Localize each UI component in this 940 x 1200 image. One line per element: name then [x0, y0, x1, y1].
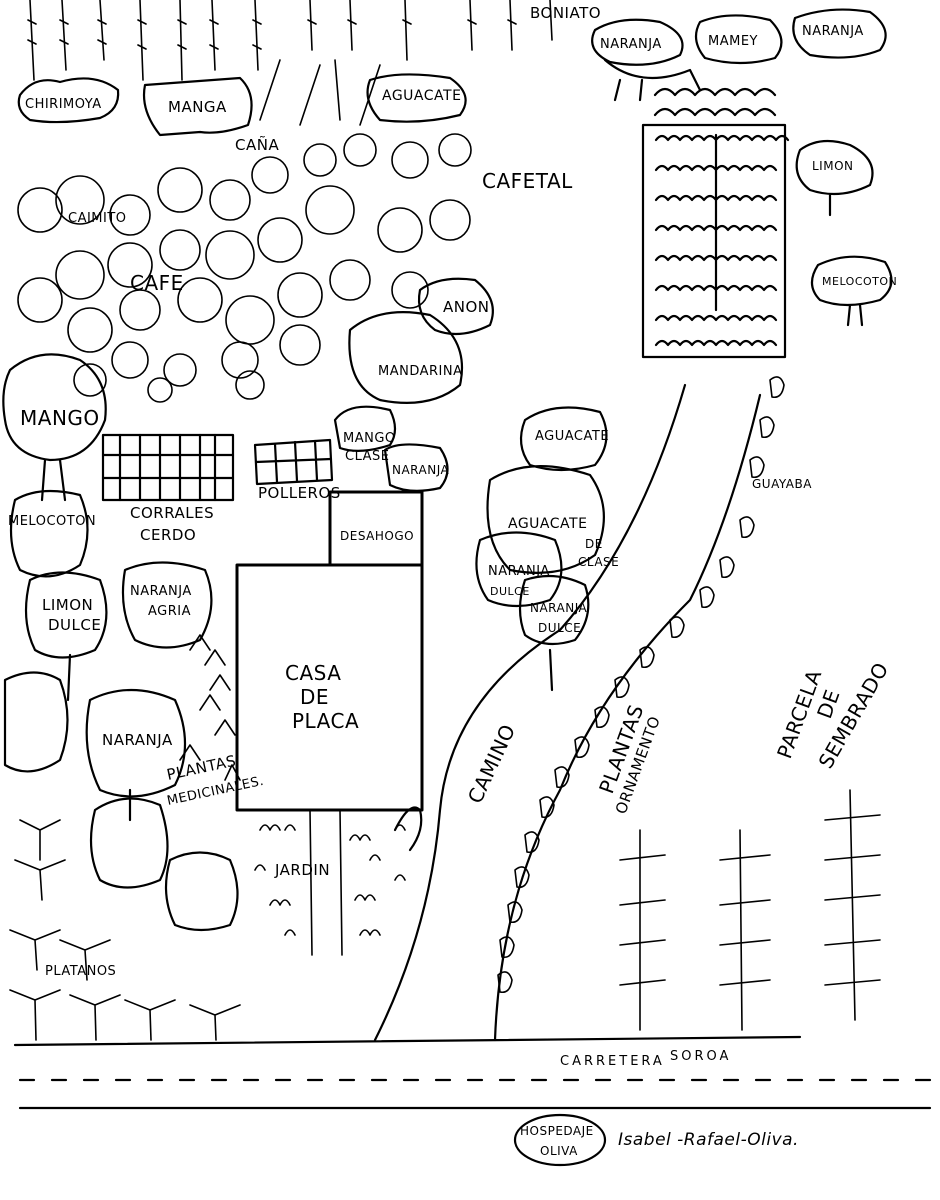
- label-soroa: SOROA: [670, 1049, 731, 1064]
- label-aguacate-mid: AGUACATE: [535, 429, 609, 444]
- label-plantas-med-1: PLANTAS: [165, 752, 238, 784]
- label-cana: CAÑA: [235, 135, 279, 154]
- camino-path: [375, 385, 760, 1040]
- jardin-area: [255, 808, 421, 956]
- label-aguacate-clase-3: CLASE: [578, 555, 619, 569]
- label-naranja-dulce-1b: DULCE: [490, 585, 530, 598]
- label-cafetal: CAFETAL: [482, 169, 573, 193]
- label-limon-right: LIMON: [812, 159, 854, 173]
- top-hanging-vines: [28, 0, 552, 80]
- polleros-pen: [255, 440, 332, 484]
- label-jardin: JARDIN: [274, 861, 330, 879]
- label-naranja-low: NARANJA: [102, 731, 173, 749]
- label-caimito: CAIMITO: [68, 211, 127, 226]
- label-mango-left: MANGO: [20, 406, 100, 430]
- label-mango-clase-1: MANGO: [343, 431, 396, 446]
- label-melocoton-left: MELOCOTON: [8, 514, 96, 529]
- label-limon-dulce-2: DULCE: [48, 616, 101, 634]
- label-naranja-agria-2: AGRIA: [148, 604, 191, 619]
- label-aguacate-clase-1: AGUACATE: [508, 516, 587, 532]
- label-hospedaje-1: HOSPEDAJE: [520, 1124, 594, 1138]
- label-melocoton-right: MELOCOTON: [822, 275, 897, 288]
- label-hospedaje-2: OLIVA: [540, 1144, 578, 1158]
- label-polleros: POLLEROS: [258, 484, 341, 502]
- top-tree-labels: [19, 10, 886, 135]
- label-guayaba: GUAYABA: [752, 477, 812, 491]
- label-corrales-2: CERDO: [140, 526, 196, 544]
- label-desahogo: DESAHOGO: [340, 529, 414, 543]
- label-camino: CAMINO: [463, 720, 520, 807]
- label-naranja-top-1: NARANJA: [600, 37, 662, 52]
- map-labels: BONIATO CHIRIMOYA MANGA CAÑA AGUACATE NA…: [8, 4, 897, 1158]
- label-naranja-agria-1: NARANJA: [130, 584, 192, 599]
- label-naranja-dulce-1a: NARANJA: [488, 564, 550, 579]
- label-naranja-dulce-2a: NARANJA: [530, 601, 588, 615]
- label-aguacate-top: AGUACATE: [382, 88, 461, 104]
- label-mango-clase-2: CLASE: [345, 449, 389, 464]
- label-manga: MANGA: [168, 98, 227, 116]
- label-aguacate-clase-2: DE: [585, 537, 603, 551]
- label-cafe: CAFE: [130, 271, 184, 295]
- label-casa-3: PLACA: [292, 709, 359, 733]
- label-anon: ANON: [443, 298, 490, 316]
- road-lines: [15, 1037, 930, 1108]
- label-carretera: CARRETERA: [560, 1054, 665, 1069]
- corrales-cerdo-pen: [103, 435, 233, 500]
- label-naranja-top-2: NARANJA: [802, 24, 864, 39]
- label-casa-2: DE: [300, 685, 329, 709]
- label-chirimoya: CHIRIMOYA: [25, 97, 102, 112]
- label-boniato: BONIATO: [530, 4, 601, 22]
- label-corrales-1: CORRALES: [130, 504, 214, 522]
- label-limon-dulce-1: LIMON: [42, 596, 93, 614]
- label-mandarina: MANDARINA: [378, 364, 463, 379]
- parcela-crop-rows: [620, 790, 880, 1030]
- label-mamey: MAMEY: [708, 34, 758, 49]
- label-naranja-dulce-2b: DULCE: [538, 621, 581, 635]
- label-platanos: PLATANOS: [45, 964, 116, 979]
- label-signature: Isabel -Rafael-Oliva.: [618, 1130, 799, 1150]
- label-casa-1: CASA: [285, 661, 341, 685]
- label-naranja-mid: NARANJA: [392, 463, 450, 477]
- cafetal-plot: [643, 89, 788, 357]
